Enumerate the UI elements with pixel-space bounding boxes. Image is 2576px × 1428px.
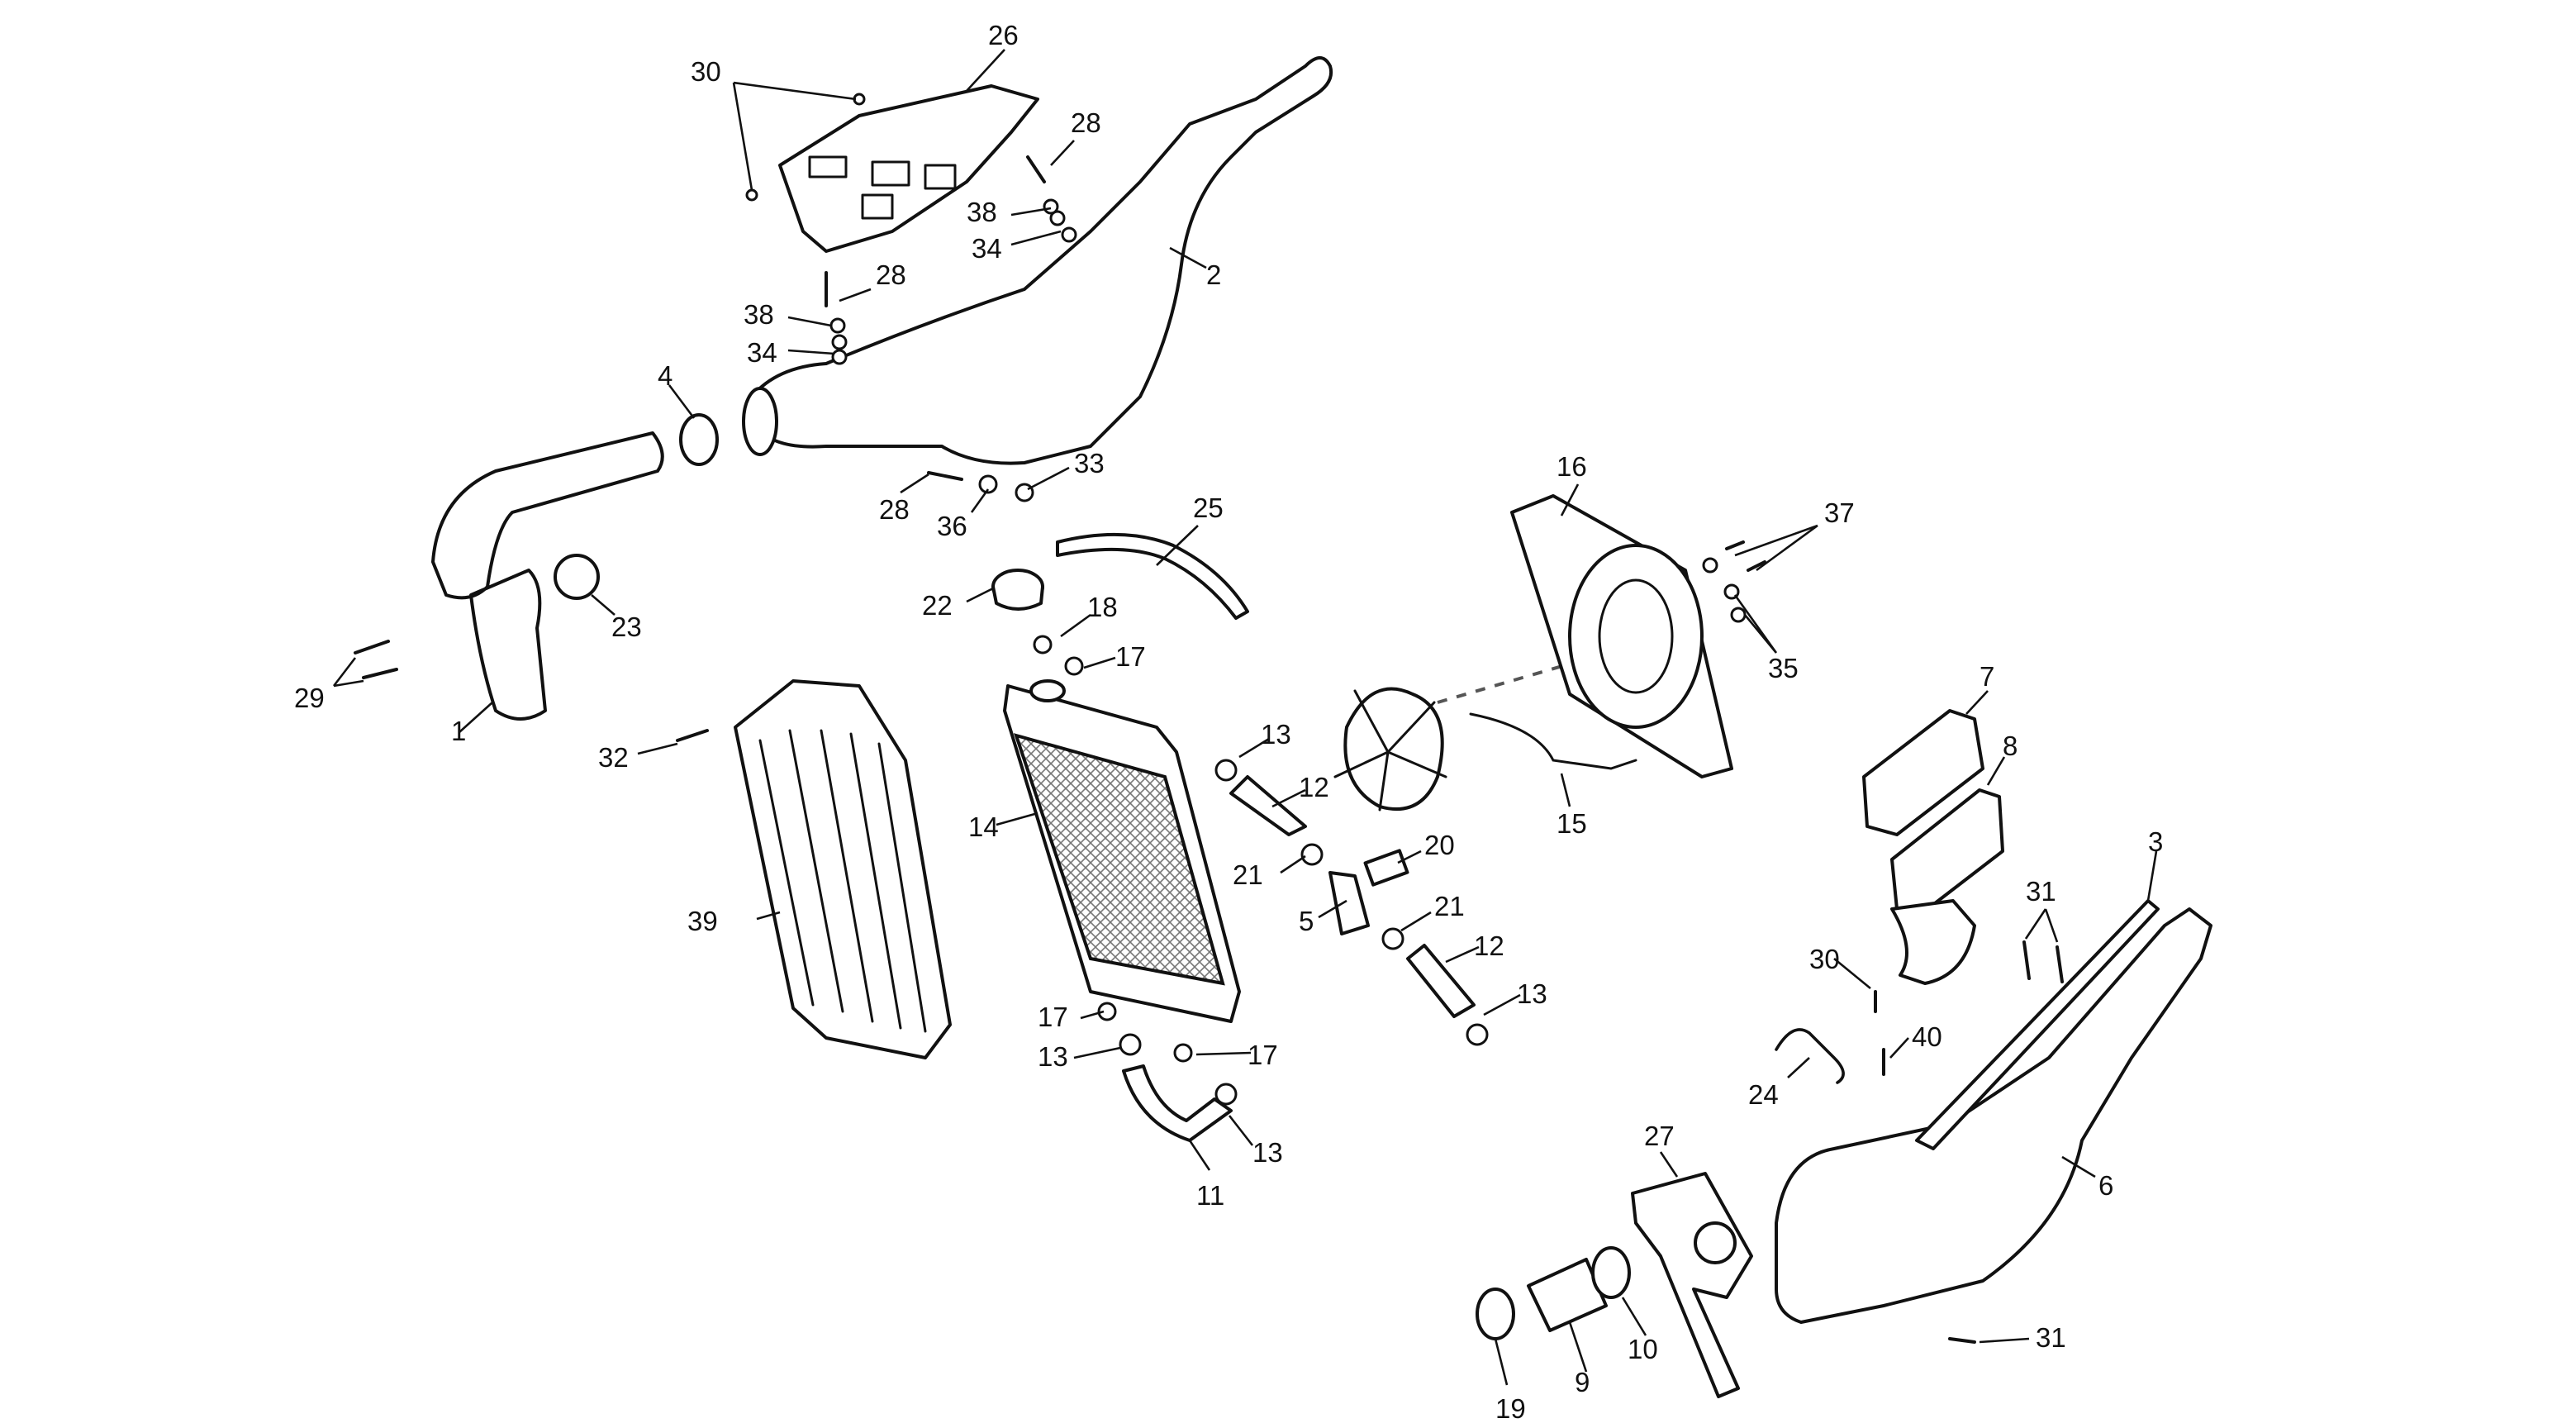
exhaust-muffler [742,56,1333,465]
callout-5: 5 [1299,906,1314,936]
callout-2: 2 [1206,259,1221,290]
callout-32: 32 [598,742,629,773]
callout-17-left: 17 [1038,1002,1068,1032]
filter-duct [1890,899,1976,985]
callout-3: 3 [2148,826,2163,857]
callout-13-top: 13 [1261,719,1291,750]
spring [1775,1028,1845,1084]
callout-27: 27 [1644,1121,1675,1151]
callout-33: 33 [1074,448,1105,478]
callout-6: 6 [2098,1170,2113,1201]
callout-29: 29 [294,683,325,713]
radiator [1003,679,1241,1023]
cooling-fan [1333,643,1637,812]
callout-14: 14 [968,812,999,842]
upper-hose [1229,775,1307,836]
callout-36: 36 [937,511,967,541]
silencer [1775,899,2212,1324]
filter-cover-upper [1862,709,1984,836]
callout-21-upper: 21 [1233,859,1263,890]
callout-40: 40 [1912,1021,1942,1052]
radiator-grille [734,679,952,1059]
tee-pipe [1328,871,1370,935]
callout-13-right: 13 [1517,978,1547,1009]
callout-28-top: 28 [1071,107,1101,138]
callout-37: 37 [1824,497,1855,528]
callout-15: 15 [1557,808,1587,839]
callout-38-top: 38 [967,197,997,227]
callout-30-right: 30 [1809,944,1840,974]
bracket-hole [1694,1221,1737,1264]
callout-13-left: 13 [1038,1041,1068,1072]
callout-34-lower: 34 [747,337,777,368]
callout-22: 22 [922,590,953,621]
pipe-elbow [431,431,664,721]
callout-34-top: 34 [972,233,1002,264]
lower-hose [1406,944,1476,1018]
callout-12-lower: 12 [1474,931,1504,961]
callout-20: 20 [1424,830,1455,860]
callout-11: 11 [1196,1180,1224,1211]
callout-28-middle: 28 [876,259,906,290]
callout-17-top: 17 [1115,641,1146,672]
leader-lines [332,49,2158,1386]
callout-10: 10 [1628,1334,1658,1364]
heat-shield-plate [778,84,1039,253]
callout-18: 18 [1087,592,1118,622]
radiator-cap [991,569,1044,611]
callout-labels: 1 2 3 4 5 6 7 8 9 10 11 12 12 13 13 13 1… [294,20,2163,1424]
hose-clamp-left [1476,1288,1515,1340]
callout-13-bottom: 13 [1252,1137,1283,1168]
hardware-items [354,93,2064,1344]
callout-21-lower: 21 [1434,891,1465,921]
callout-12-upper: 12 [1299,772,1329,802]
callout-35: 35 [1768,653,1799,683]
hose-clamp-right [1591,1246,1631,1299]
callout-1: 1 [451,716,466,746]
o-ring [554,554,600,600]
overflow-hose [1056,532,1249,620]
callout-4: 4 [658,360,673,391]
bottom-hose [1122,1064,1233,1142]
callout-23: 23 [611,612,642,642]
callout-16: 16 [1557,451,1587,482]
callout-28-lower: 28 [879,494,910,525]
temperature-sensor [1363,849,1409,887]
callout-19: 19 [1495,1393,1526,1424]
callout-30-top: 30 [691,56,721,87]
callout-7: 7 [1980,661,1994,692]
callout-31-bottom: 31 [2036,1322,2066,1353]
callout-25: 25 [1193,493,1224,523]
pipe-clamp-ring [679,413,719,466]
callout-31-top: 31 [2026,876,2056,907]
callout-39: 39 [687,906,718,936]
callout-9: 9 [1575,1367,1590,1397]
callout-38-lower: 38 [744,299,774,330]
callout-8: 8 [2003,731,2018,761]
fan-shroud [1510,494,1733,778]
rubber-coupling [1527,1258,1608,1332]
callout-24: 24 [1748,1079,1779,1110]
callout-17-right: 17 [1248,1040,1278,1070]
callout-26: 26 [988,20,1019,50]
